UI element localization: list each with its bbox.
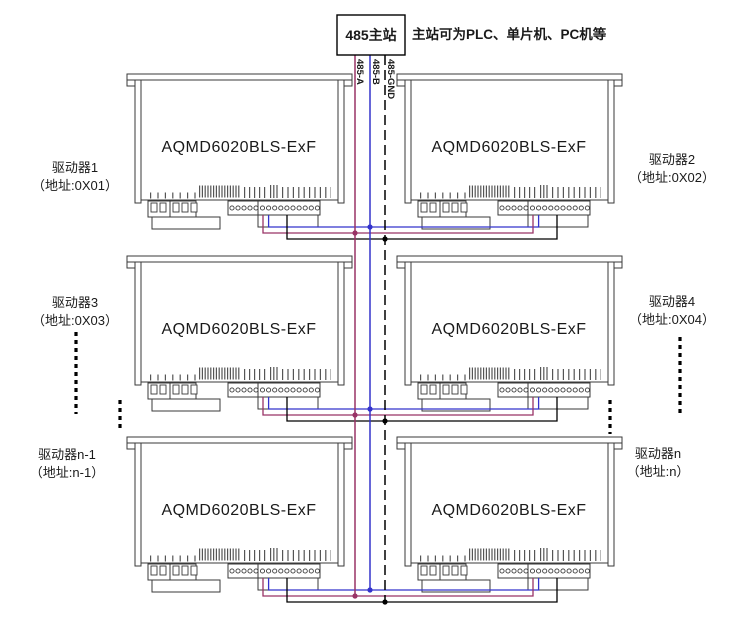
- driver-1-side-label: 驱动器1 （地址:0X01）: [32, 160, 118, 193]
- driver-model-label: AQMD6020BLS-ExF: [431, 502, 586, 519]
- driver-3-side-label: 驱动器3 （地址:0X03）: [32, 295, 118, 328]
- driver-address: （地址:0X01）: [32, 178, 118, 193]
- row1-wires: [262, 215, 558, 240]
- bus-junction-dots: [352, 224, 388, 605]
- row3-485b-wire: [267, 578, 540, 591]
- row3-485a-wire: [262, 578, 534, 597]
- junction-dot-a: [352, 593, 358, 599]
- junction-dot-b: [367, 587, 373, 593]
- driver-name: 驱动器2: [649, 152, 695, 167]
- master-box: [336, 14, 406, 56]
- driver-address: （地址:0X04）: [629, 312, 715, 327]
- junction-dot-b: [367, 406, 373, 412]
- row1-485a-wire: [262, 215, 534, 234]
- junction-dot-gnd: [382, 236, 388, 242]
- junction-dot-gnd: [382, 599, 388, 605]
- row2-gnd-wire: [286, 397, 558, 422]
- driver-3: AQMD6020BLS-ExF: [127, 256, 352, 411]
- driver-n: AQMD6020BLS-ExF: [397, 437, 622, 592]
- driver-address: （地址:0X03）: [32, 313, 118, 328]
- driver-2-side-label: 驱动器2 （地址:0X02）: [629, 152, 715, 185]
- row2-wires: [262, 397, 558, 422]
- row2-485a-wire: [262, 397, 534, 416]
- driver-address: （地址:0X02）: [629, 170, 715, 185]
- driver-name: 驱动器3: [52, 295, 98, 310]
- driver-name: 驱动器n-1: [38, 447, 96, 462]
- junction-dot-a: [352, 412, 358, 418]
- driver-name: 驱动器4: [649, 294, 695, 309]
- row1-485b-wire: [267, 215, 540, 228]
- driver-n-1: AQMD6020BLS-ExF: [127, 437, 352, 592]
- driver-model-label: AQMD6020BLS-ExF: [161, 321, 316, 338]
- bus-gnd-label: 485-GND: [385, 59, 396, 99]
- junction-dot-a: [352, 230, 358, 236]
- master-label: 485主站: [345, 27, 396, 43]
- driver-model-label: AQMD6020BLS-ExF: [431, 321, 586, 338]
- driver-address: （地址:n）: [627, 464, 690, 479]
- driver-model-label: AQMD6020BLS-ExF: [431, 139, 586, 156]
- junction-dot-gnd: [382, 418, 388, 424]
- driver-name: 驱动器1: [52, 160, 98, 175]
- driver-model-label: AQMD6020BLS-ExF: [161, 502, 316, 519]
- driver-n-side-label: 驱动器n （地址:n）: [627, 446, 690, 479]
- driver-2: AQMD6020BLS-ExF: [397, 74, 622, 229]
- master-note: 主站可为PLC、单片机、PC机等: [412, 26, 607, 42]
- driver-model-label: AQMD6020BLS-ExF: [161, 139, 316, 156]
- row1-gnd-wire: [286, 215, 558, 240]
- row3-wires: [262, 578, 558, 603]
- row2-485b-wire: [267, 397, 540, 410]
- bus-485a-label: 485-A: [354, 59, 365, 85]
- driver-1: AQMD6020BLS-ExF: [127, 74, 352, 229]
- driver-address: （地址:n-1）: [30, 465, 104, 480]
- driver-n-1-side-label: 驱动器n-1 （地址:n-1）: [30, 447, 104, 480]
- driver-name: 驱动器n: [635, 446, 681, 461]
- row3-gnd-wire: [286, 578, 558, 603]
- driver-4-side-label: 驱动器4 （地址:0X04）: [629, 294, 715, 327]
- driver-4: AQMD6020BLS-ExF: [397, 256, 622, 411]
- bus-485b-label: 485-B: [370, 59, 381, 85]
- junction-dot-b: [367, 224, 373, 230]
